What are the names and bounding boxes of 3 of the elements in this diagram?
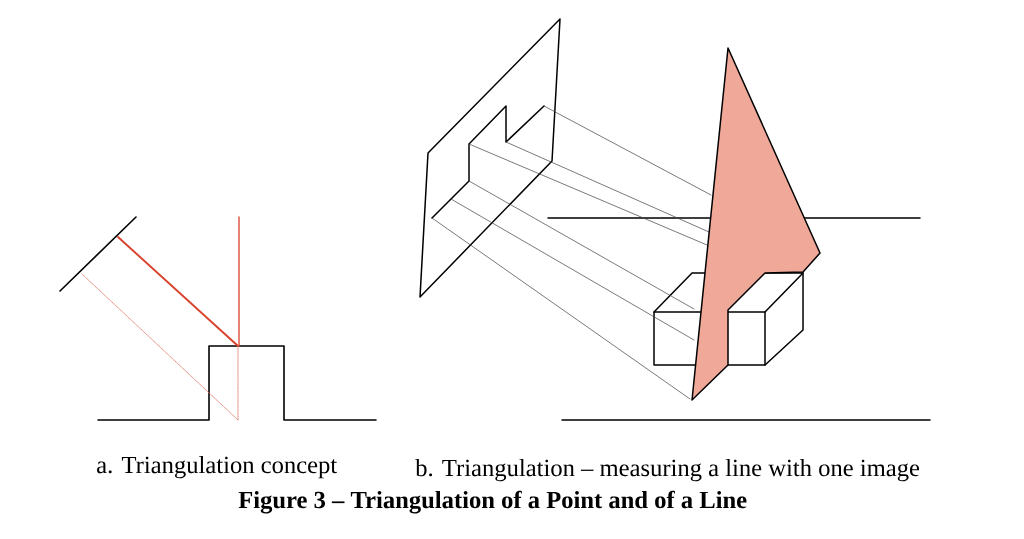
- figure-caption: Figure 3 – Triangulation of a Point and of a Line: [238, 490, 747, 514]
- subfigure-label: b. Triangulation – measuring a line with one image: [415, 458, 920, 482]
- subfigure-label: a. Triangulation concept: [97, 455, 338, 479]
